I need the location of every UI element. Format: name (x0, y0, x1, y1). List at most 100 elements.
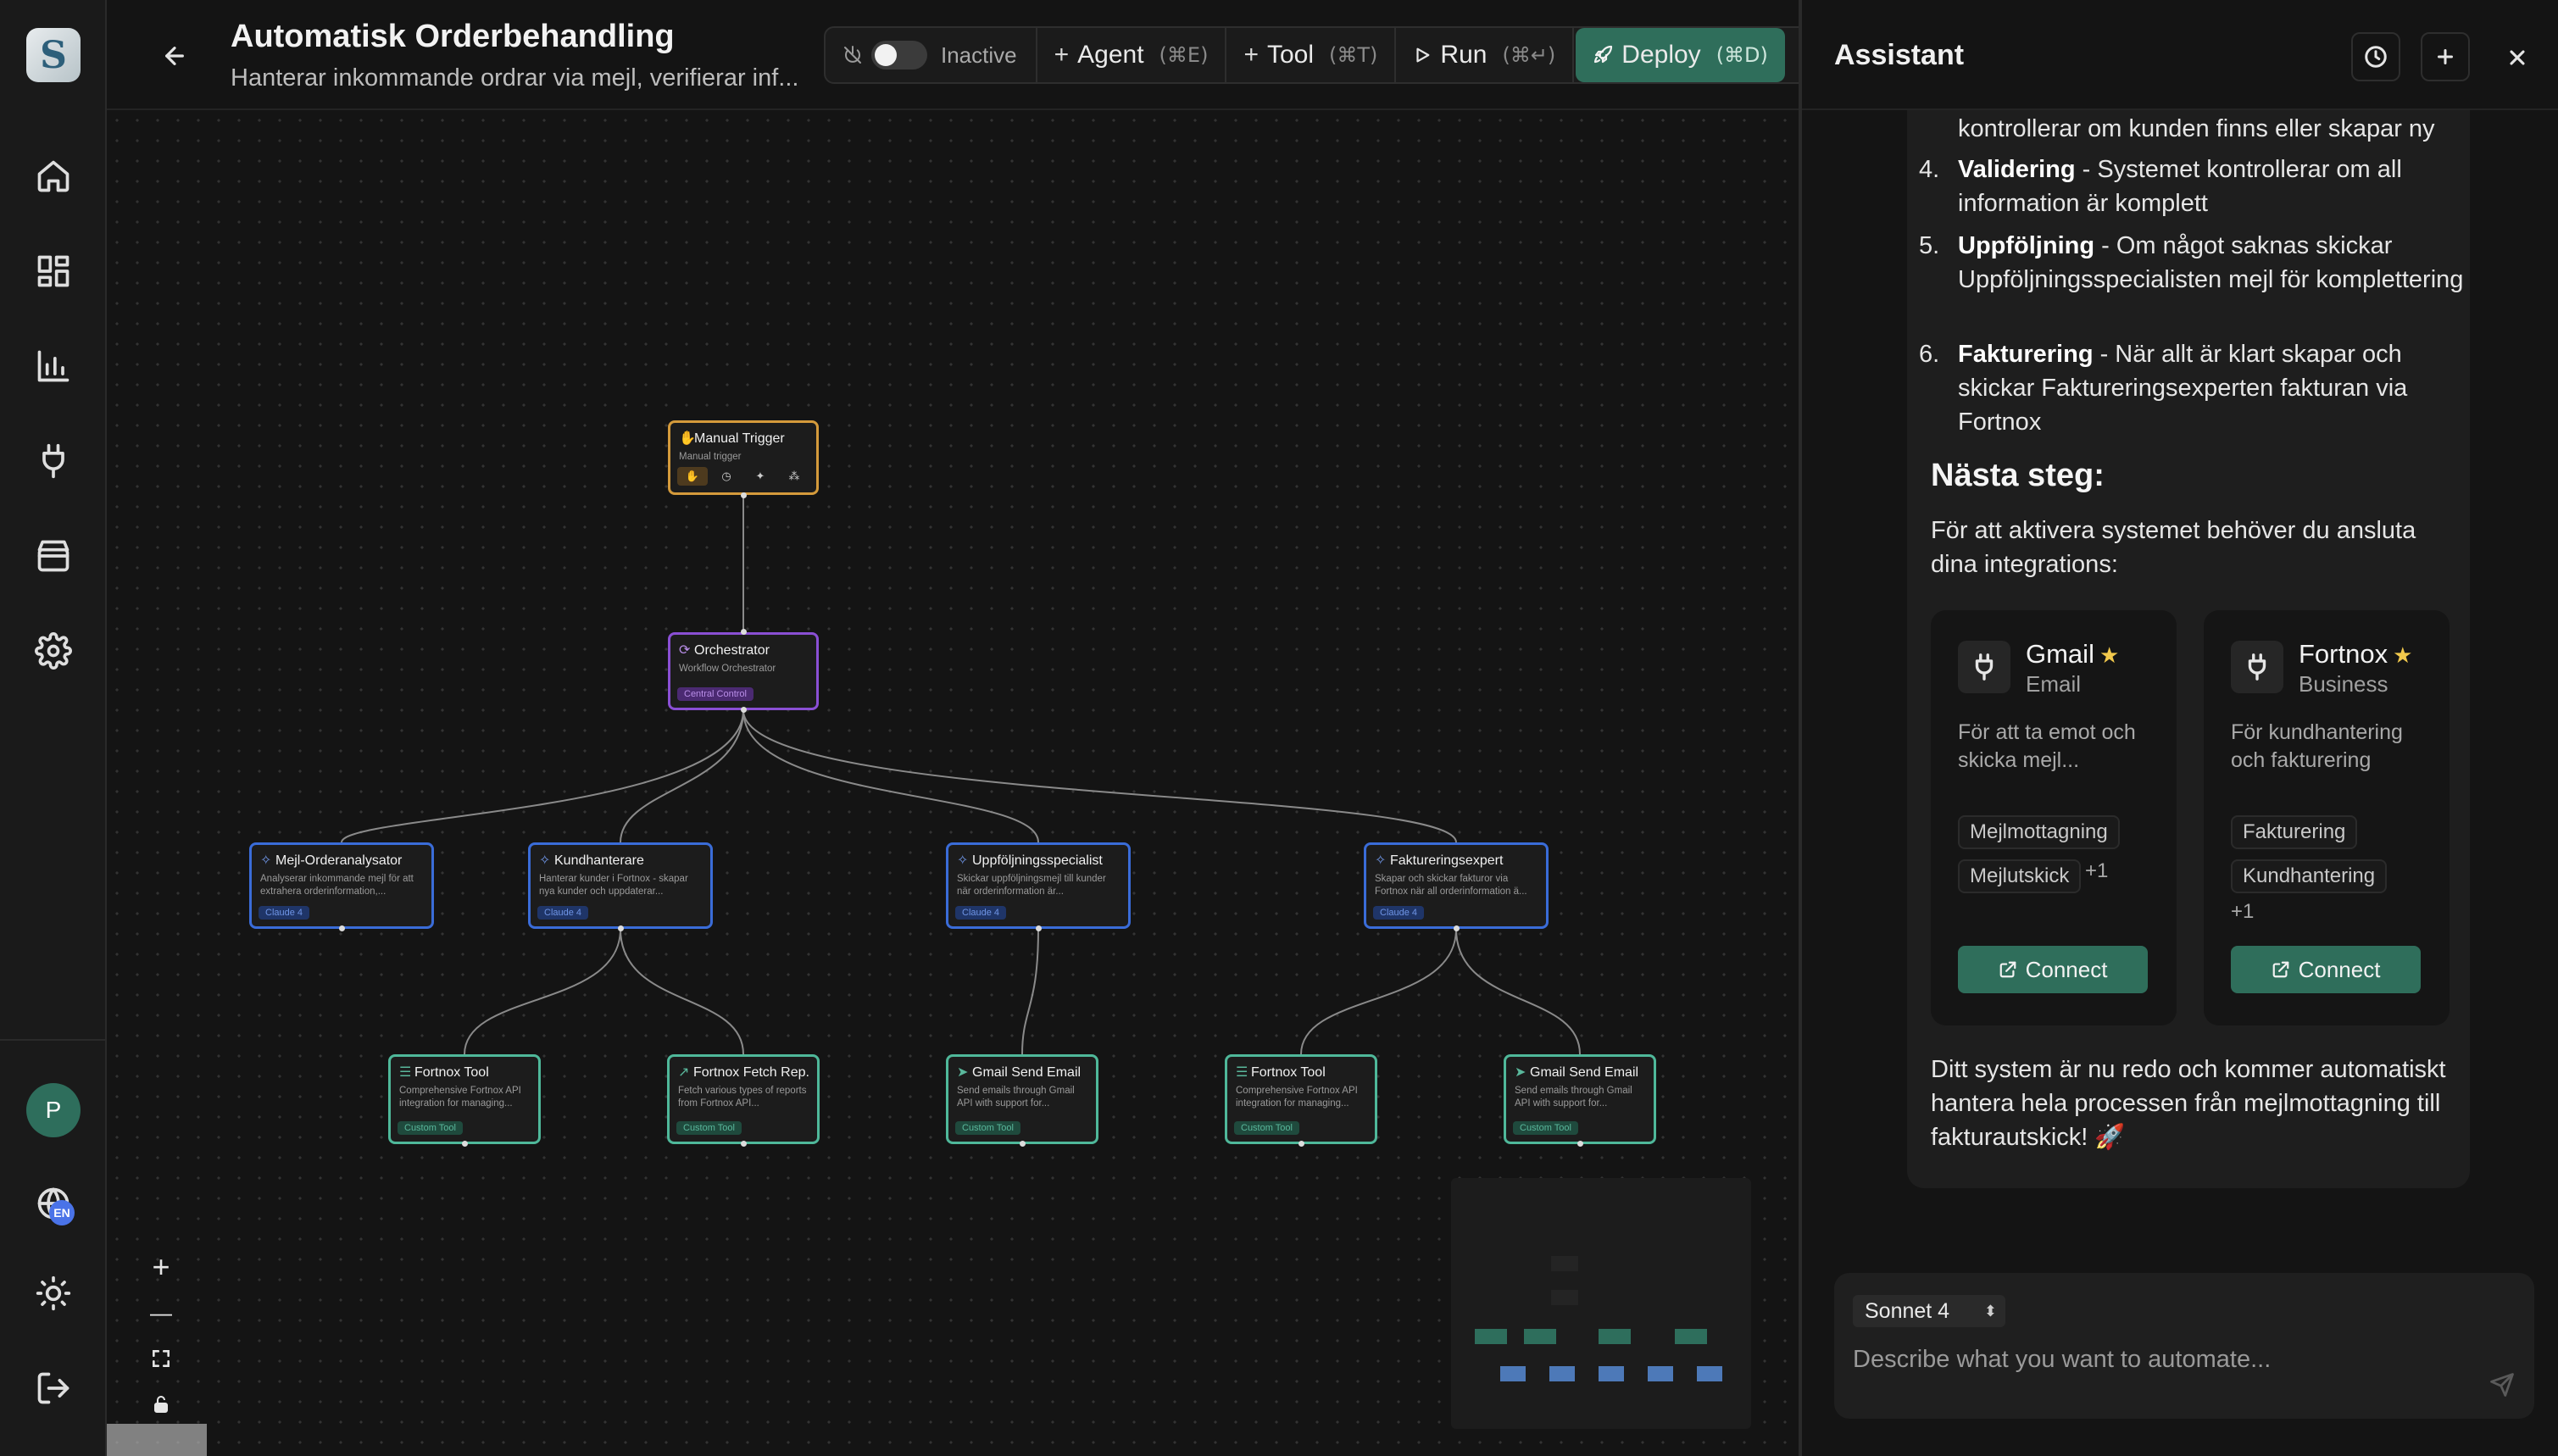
tool-desc: Send emails through Gmail API with suppo… (1515, 1086, 1632, 1109)
add-tool-button[interactable]: + Tool (⌘T) (1226, 28, 1397, 82)
edge-orch-agent-1 (341, 709, 744, 843)
port-dot[interactable] (1577, 1141, 1583, 1147)
node-title: ➤Gmail Send Email (957, 1064, 1087, 1081)
orchestrator-desc: Workflow Orchestrator (679, 664, 776, 674)
sparkle-icon: ✧ (957, 853, 969, 868)
model-select[interactable]: Sonnet 4 ⬍ (1853, 1295, 2005, 1327)
close-button[interactable] (2497, 37, 2538, 78)
zoom-in-button[interactable]: + (152, 1249, 170, 1284)
fit-view-button[interactable] (137, 1336, 185, 1381)
plus-icon: + (1243, 41, 1259, 69)
history-button[interactable] (2351, 32, 2400, 81)
home-icon[interactable] (30, 153, 77, 200)
next-steps-text: För att aktivera systemet behöver du ans… (1931, 517, 2416, 578)
page-subtitle: Hanterar inkommande ordrar via mejl, ver… (231, 64, 799, 92)
minimap-node (1524, 1329, 1556, 1344)
connect-label: Connect (2298, 956, 2381, 982)
gear-icon[interactable] (30, 627, 77, 675)
node-agent[interactable]: ✧Mejl-Orderanalysator Analyserar inkomma… (249, 842, 434, 929)
node-tool[interactable]: ☰Fortnox Tool Comprehensive Fortnox API … (1225, 1054, 1377, 1144)
port-dot[interactable] (741, 629, 747, 635)
agent-model-tag: Claude 4 (537, 906, 589, 920)
port-dot[interactable] (1454, 925, 1460, 931)
logout-icon[interactable] (30, 1364, 77, 1412)
capability-chip: Mejlutskick (1958, 859, 2082, 893)
integration-desc: För att ta emot och skicka mejl... (1958, 720, 2136, 772)
node-agent[interactable]: ✧Kundhanterare Hanterar kunder i Fortnox… (528, 842, 713, 929)
capability-more: +1 (2085, 859, 2109, 882)
port-dot[interactable] (741, 707, 747, 713)
trend-icon: ↗ (678, 1065, 690, 1080)
zoom-out-button[interactable]: — (150, 1299, 172, 1325)
sparkle-icon: ✧ (539, 853, 551, 868)
agent-model-tag: Claude 4 (259, 906, 310, 920)
analytics-icon[interactable] (30, 342, 77, 390)
manual-icon[interactable]: ✋ (677, 467, 708, 486)
dashboard-icon[interactable] (30, 247, 77, 295)
port-dot[interactable] (618, 925, 624, 931)
tool-desc: Comprehensive Fortnox API integration fo… (1236, 1086, 1358, 1109)
clock-icon[interactable]: ◷ (721, 470, 731, 482)
deploy-button[interactable]: Deploy (⌘D) (1576, 28, 1785, 82)
fullscreen-icon (153, 1350, 170, 1367)
node-tool[interactable]: ➤Gmail Send Email Send emails through Gm… (1504, 1054, 1656, 1144)
node-tool[interactable]: ☰Fortnox Tool Comprehensive Fortnox API … (388, 1054, 541, 1144)
node-agent[interactable]: ✧Faktureringsexpert Skapar och skickar f… (1364, 842, 1549, 929)
store-icon[interactable] (30, 532, 77, 580)
plug-icon[interactable] (30, 437, 77, 485)
app-logo[interactable]: S (26, 28, 81, 82)
node-manual-trigger[interactable]: ✋Manual Trigger Manual trigger ✋ ◷ ✦ ⁂ (668, 420, 819, 495)
integration-desc: För kundhantering och fakturering (2231, 720, 2403, 772)
port-dot[interactable] (462, 1141, 468, 1147)
lock-button[interactable] (137, 1381, 185, 1427)
add-agent-button[interactable]: + Agent (⌘E) (1037, 28, 1227, 82)
node-title: ✧Mejl-Orderanalysator (260, 852, 423, 869)
new-chat-button[interactable] (2421, 32, 2470, 81)
star-icon: ★ (2393, 642, 2413, 668)
port-dot[interactable] (741, 492, 747, 498)
node-tool[interactable]: ↗Fortnox Fetch Rep... Fetch various type… (667, 1054, 820, 1144)
connect-gmail-button[interactable]: Connect (1958, 946, 2148, 993)
sidebar: S P EN (0, 0, 107, 1456)
node-title: ✧Faktureringsexpert (1375, 852, 1538, 869)
step-number: 5. (1919, 232, 1940, 259)
message-fragment: kontrollerar om kunden finns eller skapa… (1958, 115, 2435, 142)
connect-fortnox-button[interactable]: Connect (2231, 946, 2421, 993)
active-toggle[interactable] (871, 41, 927, 69)
workflow-edges (341, 495, 1581, 1055)
edge-orch-agent-4 (742, 709, 1457, 843)
port-dot[interactable] (1298, 1141, 1304, 1147)
agent-title: Mejl-Orderanalysator (275, 853, 403, 868)
avatar[interactable]: P (26, 1083, 81, 1137)
send-button[interactable] (2487, 1370, 2517, 1400)
minimap[interactable] (1451, 1178, 1751, 1429)
node-orchestrator[interactable]: ⟳Orchestrator Workflow Orchestrator Cent… (668, 632, 819, 710)
star-icon: ★ (2099, 642, 2120, 668)
workflow-canvas[interactable]: ✋Manual Trigger Manual trigger ✋ ◷ ✦ ⁂ ⟳… (107, 110, 1799, 1456)
node-tool[interactable]: ➤Gmail Send Email Send emails through Gm… (946, 1054, 1098, 1144)
run-button[interactable]: Run (⌘↵) (1396, 28, 1575, 82)
network-icon[interactable]: ⁂ (788, 470, 800, 482)
plug-icon (2231, 641, 2283, 693)
port-dot[interactable] (1020, 1141, 1026, 1147)
webhook-icon[interactable]: ✦ (755, 470, 765, 482)
node-agent[interactable]: ✧Uppföljningsspecialist Skickar uppföljn… (946, 842, 1131, 929)
run-label: Run (1440, 41, 1488, 69)
step-item: Uppföljning - Om något saknas skickar Up… (1958, 229, 2466, 297)
prompt-input[interactable] (1853, 1336, 2480, 1383)
port-dot[interactable] (741, 1141, 747, 1147)
edge-agent4-tool4 (1300, 928, 1457, 1055)
back-button[interactable] (154, 36, 195, 76)
deploy-shortcut: (⌘D) (1716, 43, 1768, 67)
edge-orch-agent-3 (742, 709, 1039, 843)
step-number: 4. (1919, 156, 1940, 183)
model-select-value: Sonnet 4 (1865, 1299, 1950, 1323)
sidebar-divider (0, 1039, 107, 1041)
tool-title: Fortnox Tool (414, 1065, 489, 1080)
step-text: - När allt är klart skapar och skickar F… (1958, 341, 2408, 436)
port-dot[interactable] (1036, 925, 1042, 931)
port-dot[interactable] (339, 925, 345, 931)
tool-title: Fortnox Fetch Rep... (693, 1065, 809, 1080)
active-toggle-group: Inactive (826, 28, 1037, 82)
sun-icon[interactable] (30, 1270, 77, 1317)
